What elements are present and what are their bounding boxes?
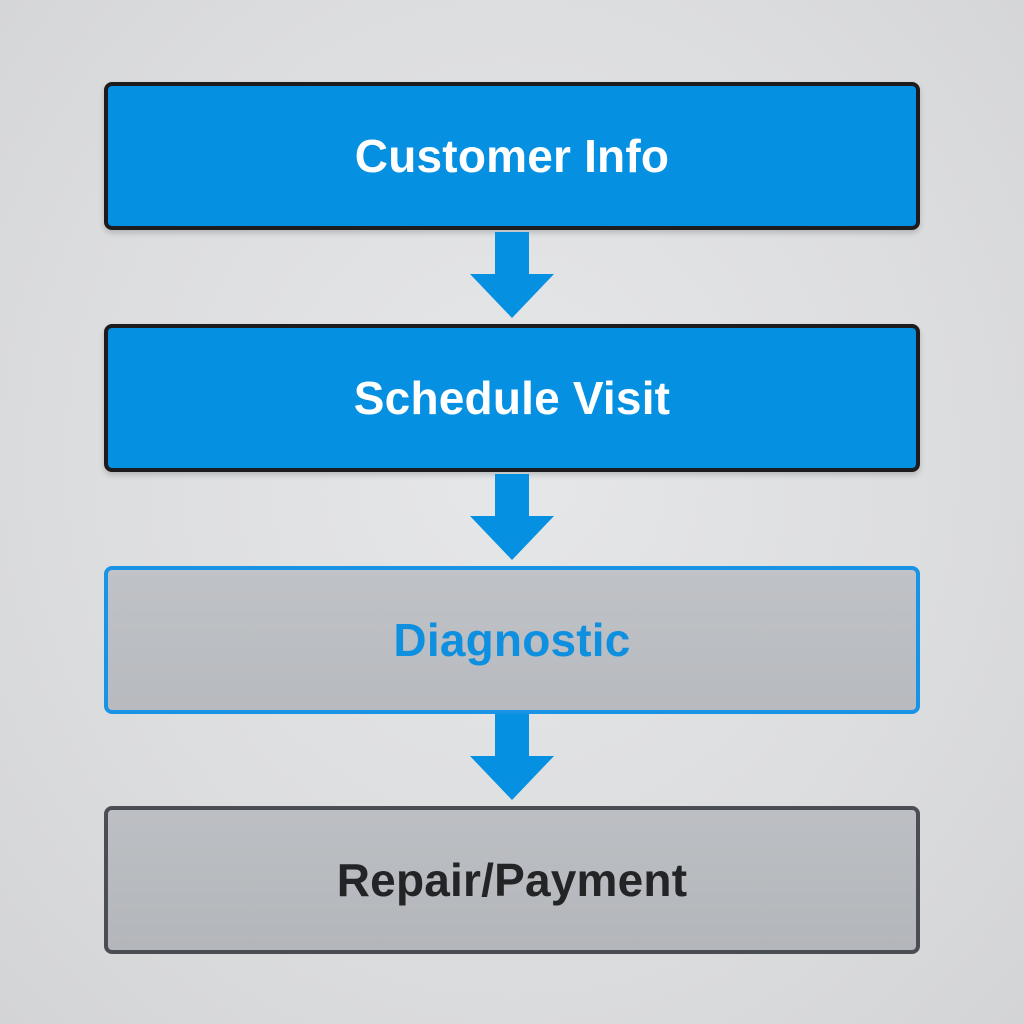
step-label: Repair/Payment bbox=[336, 854, 688, 906]
arrow-down-icon bbox=[466, 714, 558, 800]
step-label: Customer Info bbox=[354, 130, 670, 182]
arrow-down-icon bbox=[466, 474, 558, 560]
step-label: Diagnostic bbox=[393, 614, 631, 666]
step-customer-info[interactable]: Customer Info bbox=[104, 82, 920, 230]
step-label: Schedule Visit bbox=[353, 372, 671, 424]
step-schedule-visit[interactable]: Schedule Visit bbox=[104, 324, 920, 472]
arrow-down-icon bbox=[466, 232, 558, 318]
step-repair-payment[interactable]: Repair/Payment bbox=[104, 806, 920, 954]
step-diagnostic[interactable]: Diagnostic bbox=[104, 566, 920, 714]
